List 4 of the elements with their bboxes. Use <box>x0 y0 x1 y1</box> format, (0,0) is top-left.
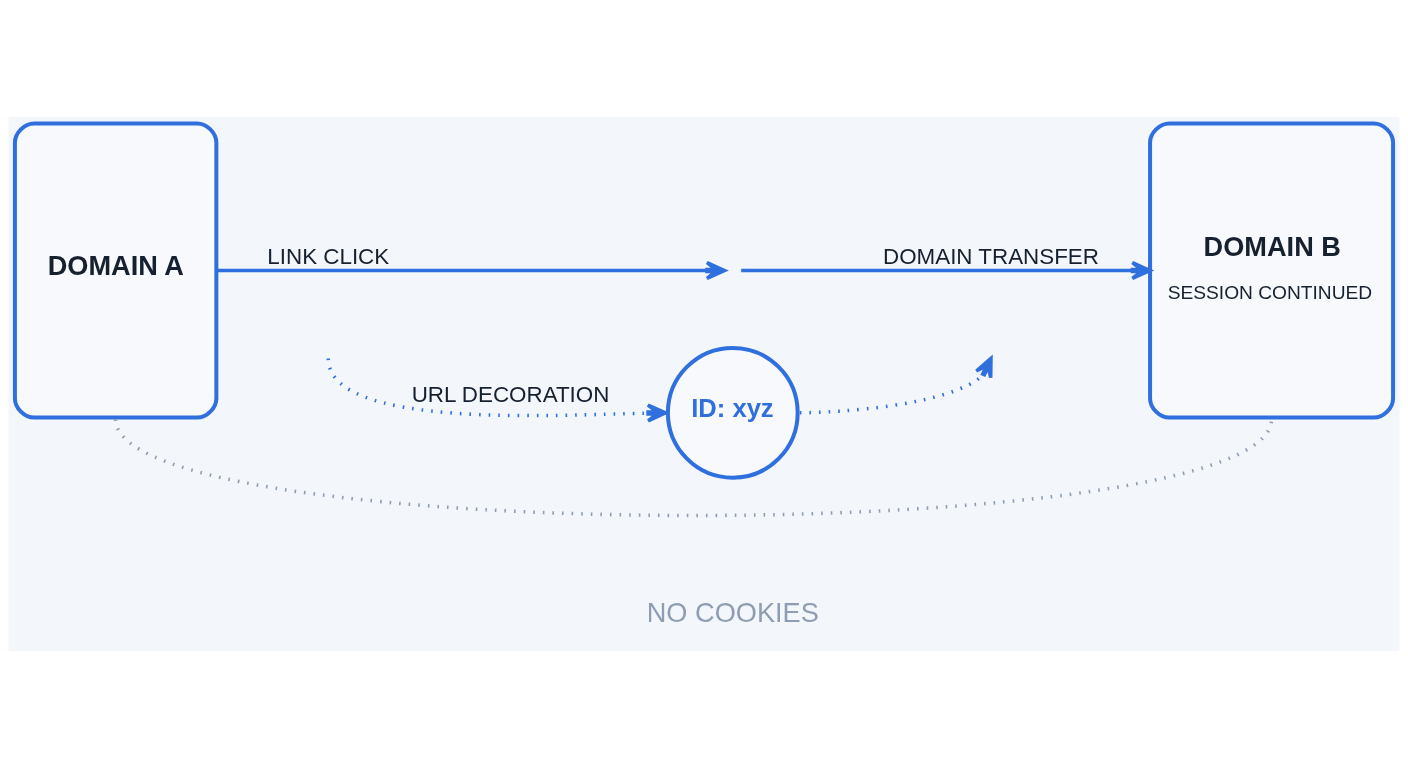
edge-label: DOMAIN TRANSFER <box>883 244 1099 270</box>
edge-label: URL DECORATION <box>411 381 610 407</box>
label: NO COOKIES <box>646 597 819 629</box>
edge-label: LINK CLICK <box>267 244 390 270</box>
